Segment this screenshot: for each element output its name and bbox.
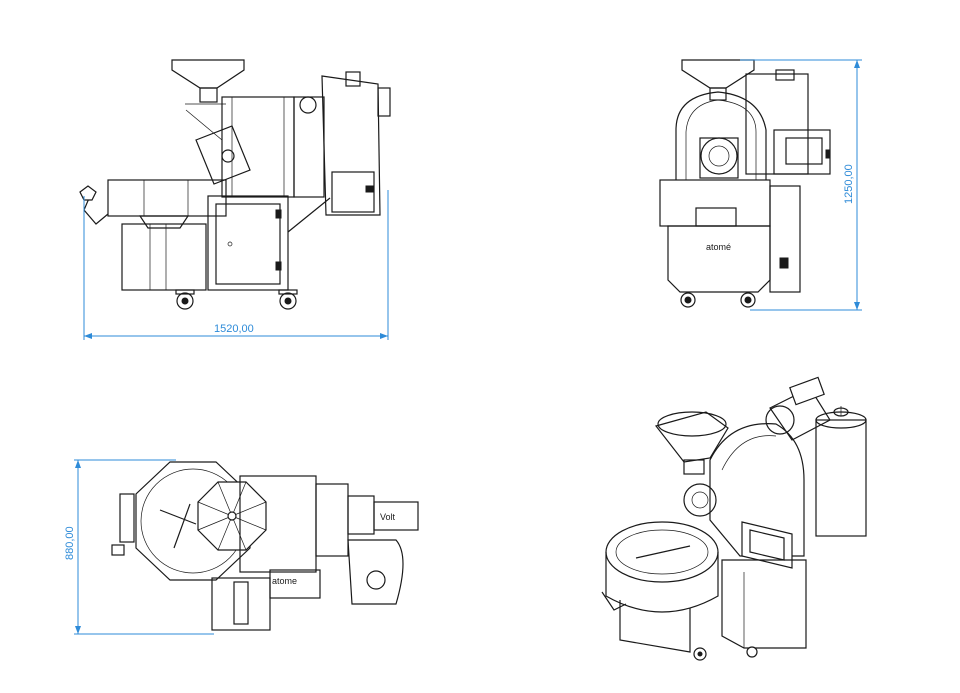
front-electric-cabinet	[769, 185, 801, 293]
side-fan-motor	[299, 96, 317, 114]
top-electric-cabinet	[211, 577, 271, 631]
front-drum-arch	[675, 91, 767, 180]
iso-drum-housing	[709, 423, 805, 557]
side-drum-housing	[221, 96, 295, 198]
side-cyclone	[321, 75, 381, 216]
depth-dimension: 880,00	[64, 459, 214, 635]
side-drum-door	[195, 125, 251, 185]
side-hopper	[171, 59, 245, 89]
height-dimension: 1250,00	[740, 59, 862, 311]
front-brand-logo: atomé	[706, 242, 731, 252]
width-dimension-label: 1520,00	[214, 323, 254, 335]
iso-drum-door	[683, 483, 717, 517]
front-base	[667, 225, 771, 293]
iso-hopper	[654, 411, 729, 463]
side-fan-housing	[293, 96, 325, 198]
isometric-view	[601, 376, 867, 661]
top-motor-label: Volt	[380, 512, 396, 522]
side-lower-cabinet	[121, 223, 207, 291]
iso-cyclone	[815, 419, 867, 537]
top-cooling-tray	[135, 461, 251, 581]
front-drum-door	[700, 137, 738, 175]
top-fan-motor	[373, 501, 419, 531]
side-view	[79, 59, 391, 310]
side-handle	[83, 195, 109, 225]
iso-control-panel	[741, 521, 793, 569]
iso-lower-cabinet	[619, 600, 691, 653]
side-electric-cabinet	[207, 195, 289, 291]
height-dimension-label: 1250,00	[843, 164, 855, 204]
front-view: atomé	[659, 59, 831, 308]
width-dimension: 1520,00	[83, 190, 389, 340]
top-cyclone	[347, 539, 404, 605]
side-hopper-neck	[199, 87, 218, 103]
iso-electric-cabinet	[721, 559, 807, 649]
top-view: Volt atome	[111, 461, 419, 631]
depth-dimension-label: 880,00	[64, 526, 76, 560]
front-cooling-tray	[659, 179, 771, 227]
front-hopper	[681, 59, 755, 89]
top-brand-logo: atome	[272, 576, 297, 586]
